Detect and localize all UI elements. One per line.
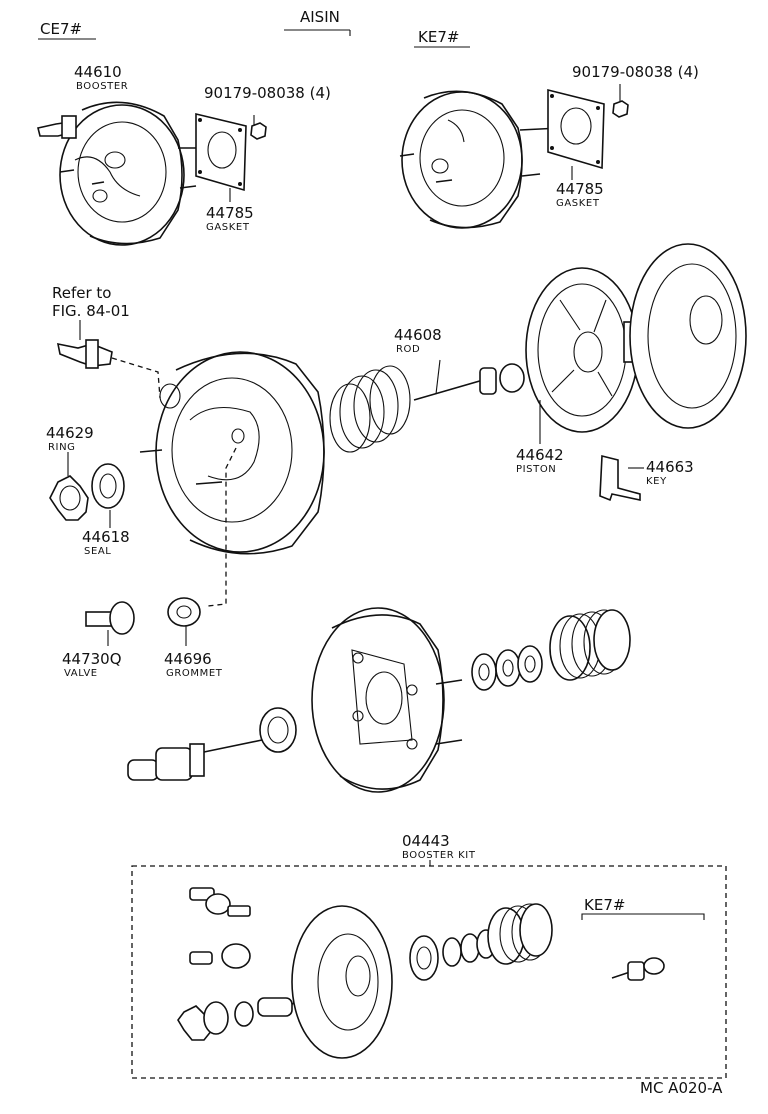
- ring-drawing: [49, 452, 89, 521]
- refer-line1: Refer to: [52, 284, 111, 302]
- booster-ce7-drawing: [37, 101, 220, 246]
- key-label: 44663 KEY: [646, 458, 694, 487]
- check-valve-drawing: [56, 339, 161, 399]
- booster-name: BOOSTER: [76, 81, 128, 92]
- piston-number: 44642: [516, 446, 564, 464]
- gasket-right-drawing: [547, 84, 629, 170]
- gasket-left-name: GASKET: [206, 222, 250, 233]
- valve-label: 44730Q VALVE: [62, 650, 122, 679]
- kit-parts-drawing: [177, 887, 665, 1059]
- header-ke7-top: KE7#: [414, 28, 470, 48]
- seal-drawing: [91, 463, 125, 528]
- piston-label: 44642 PISTON: [516, 446, 564, 475]
- grommet-name: GROMMET: [166, 668, 223, 679]
- grommet-label: 44696 GROMMET: [164, 650, 223, 679]
- booster-ce7-label: 44610 BOOSTER: [74, 63, 128, 92]
- kit-ke7-text: KE7#: [584, 896, 625, 914]
- refer-line2: FIG. 84-01: [52, 302, 130, 320]
- key-name: KEY: [646, 476, 667, 487]
- booster-ke7-drawing: [399, 90, 561, 229]
- seal-label: 44618 SEAL: [82, 528, 130, 557]
- valve-name: VALVE: [64, 668, 98, 679]
- ring-number: 44629: [46, 424, 94, 442]
- nut-right-label: 90179-08038 (4): [572, 63, 699, 81]
- seal-name: SEAL: [84, 546, 111, 557]
- rod-name: ROD: [396, 344, 420, 355]
- rod-label: 44608 ROD: [394, 326, 442, 355]
- seal-number: 44618: [82, 528, 130, 546]
- gasket-right-number: 44785: [556, 180, 604, 198]
- gasket-left-number: 44785: [206, 204, 254, 222]
- header-ce7: CE7#: [38, 20, 96, 40]
- piston-name: PISTON: [516, 464, 556, 475]
- seal-rings-drawing: [471, 645, 543, 691]
- refer-label: Refer to FIG. 84-01: [52, 284, 130, 340]
- footer-code: MC A020-A: [640, 1079, 723, 1097]
- valve-rod-assembly-drawing: [127, 707, 297, 781]
- rod-drawing: [413, 359, 525, 401]
- nut-left-label: 90179-08038 (4): [204, 84, 331, 102]
- grommet-drawing: [167, 597, 201, 646]
- gasket-right-name: GASKET: [556, 198, 600, 209]
- booster-main-drawing: [139, 351, 325, 607]
- gasket-right-label: 44785 GASKET: [556, 166, 604, 209]
- header-ce7-text: CE7#: [40, 20, 82, 38]
- booster-number: 44610: [74, 63, 122, 81]
- key-number: 44663: [646, 458, 694, 476]
- key-drawing: [599, 454, 644, 502]
- nut-right-number: 90179-08038 (4): [572, 63, 699, 81]
- nut-left-number: 90179-08038 (4): [204, 84, 331, 102]
- header-maker: AISIN: [284, 8, 351, 36]
- grommet-number: 44696: [164, 650, 212, 668]
- housing-drawing: [311, 607, 463, 793]
- footer: MC A020-A: [640, 1079, 723, 1097]
- gasket-left-label: 44785 GASKET: [206, 188, 254, 233]
- ring-label: 44629 RING: [46, 424, 94, 453]
- header-ke7-top-text: KE7#: [418, 28, 459, 46]
- spring-drawing: [329, 365, 411, 453]
- valve-number: 44730Q: [62, 650, 122, 668]
- kit-ke7-header: KE7#: [581, 896, 705, 920]
- piston-drawing: [525, 243, 747, 444]
- ring-name: RING: [48, 442, 76, 453]
- valve-drawing: [85, 601, 135, 646]
- kit-label: 04443 BOOSTER KIT: [402, 832, 476, 866]
- header-maker-text: AISIN: [300, 8, 340, 26]
- rod-number: 44608: [394, 326, 442, 344]
- kit-name: BOOSTER KIT: [402, 850, 476, 861]
- kit-number: 04443: [402, 832, 450, 850]
- kit-box: [131, 865, 727, 1079]
- diaphragm-bellows-drawing: [549, 609, 631, 681]
- gasket-left-drawing: [195, 112, 267, 192]
